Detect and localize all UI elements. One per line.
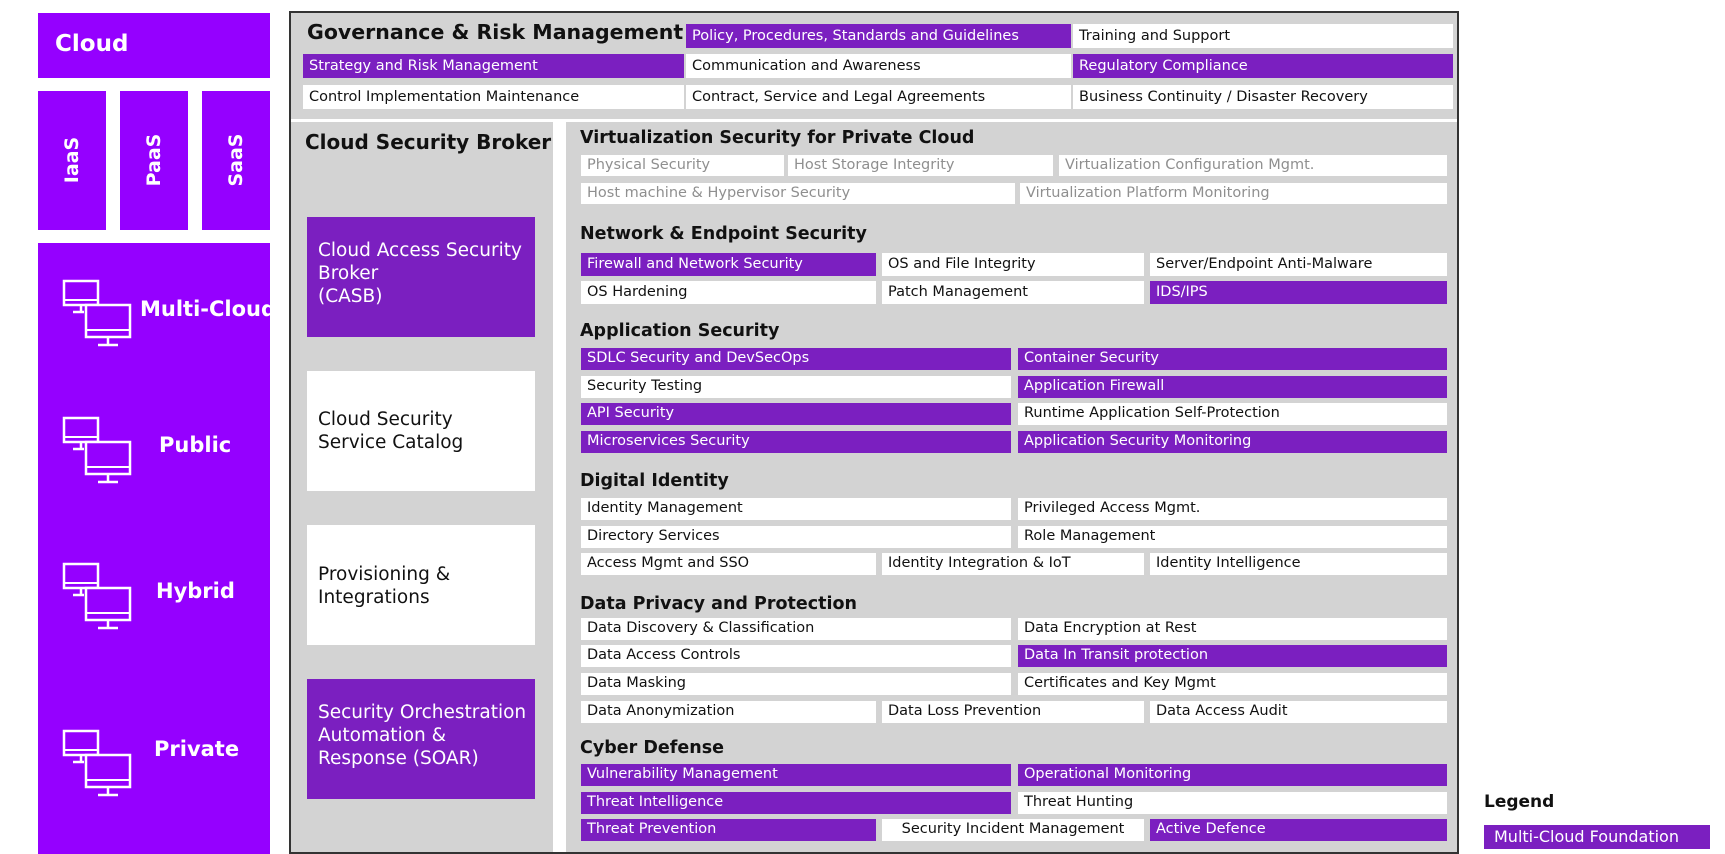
identity-item: Directory Services [581, 526, 1011, 548]
virtualization-title: Virtualization Security for Private Clou… [580, 128, 975, 148]
privacy-title: Data Privacy and Protection [580, 594, 857, 614]
virt-item: Host machine & Hypervisor Security [581, 183, 1015, 204]
identity-item: Identity Integration & IoT [882, 553, 1144, 575]
identity-item: Identity Intelligence [1150, 553, 1447, 575]
deployment-private: Private [154, 737, 240, 761]
service-model-label: PaaS [143, 133, 165, 187]
app-item: API Security [581, 403, 1011, 425]
deployment-hybrid: Hybrid [156, 579, 235, 603]
security-domains-panel [566, 122, 1457, 852]
gov-item: Communication and Awareness [686, 54, 1071, 78]
cyber-title: Cyber Defense [580, 738, 724, 758]
cloud-label: Cloud [55, 31, 129, 57]
app-item: Microservices Security [581, 431, 1011, 453]
monitors-icon [62, 279, 132, 347]
virt-item: Host Storage Integrity [788, 155, 1053, 176]
legend-item-label: Multi-Cloud Foundation [1494, 827, 1679, 846]
identity-title: Digital Identity [580, 471, 729, 491]
legend-swatch: Multi-Cloud Foundation [1484, 825, 1710, 849]
monitors-icon [62, 729, 132, 797]
service-model-label: IaaS [61, 136, 83, 184]
governance-title: Governance & Risk Management [307, 20, 684, 44]
privacy-item: Data Encryption at Rest [1018, 618, 1447, 640]
cyber-item: Operational Monitoring [1018, 764, 1447, 786]
gov-item: Strategy and Risk Management [303, 54, 684, 78]
identity-item: Access Mgmt and SSO [581, 553, 876, 575]
deployment-panel: Multi-Cloud Public Hybrid Private [38, 243, 276, 854]
broker-soar: Security Orchestration Automation & Resp… [307, 679, 535, 799]
network-item: Patch Management [882, 281, 1144, 304]
gov-item: Control Implementation Maintenance [303, 85, 684, 109]
cyber-item: Security Incident Management [882, 819, 1144, 841]
gov-item: Regulatory Compliance [1073, 54, 1453, 78]
broker-service-catalog: Cloud Security Service Catalog [307, 371, 535, 491]
gov-item: Training and Support [1073, 24, 1453, 48]
privacy-item: Data Anonymization [581, 701, 876, 723]
gov-item: Contract, Service and Legal Agreements [686, 85, 1071, 109]
cyber-item: Threat Hunting [1018, 792, 1447, 814]
virt-item: Virtualization Configuration Mgmt. [1059, 155, 1447, 176]
service-model-label: SaaS [225, 133, 247, 187]
legend-title: Legend [1484, 792, 1555, 812]
network-item: Firewall and Network Security [581, 253, 876, 276]
app-item: Security Testing [581, 376, 1011, 398]
privacy-item: Certificates and Key Mgmt [1018, 673, 1447, 695]
broker-casb: Cloud Access Security Broker (CASB) [307, 217, 535, 337]
cyber-item: Threat Intelligence [581, 792, 1011, 814]
gov-item: Business Continuity / Disaster Recovery [1073, 85, 1453, 109]
service-model-paas: PaaS [120, 91, 188, 230]
network-item: IDS/IPS [1150, 281, 1447, 304]
app-item: Application Security Monitoring [1018, 431, 1447, 453]
virt-item: Physical Security [581, 155, 784, 176]
deployment-public: Public [159, 433, 232, 457]
broker-box-label: Provisioning & Integrations [318, 564, 451, 608]
application-title: Application Security [580, 321, 780, 341]
cyber-item: Active Defence [1150, 819, 1447, 841]
virt-item: Virtualization Platform Monitoring [1020, 183, 1447, 204]
broker-box-label: Cloud Access Security Broker (CASB) [318, 240, 522, 307]
app-item: Runtime Application Self-Protection [1018, 403, 1447, 425]
privacy-item: Data Access Controls [581, 645, 1011, 667]
privacy-item: Data Access Audit [1150, 701, 1447, 723]
app-item: Container Security [1018, 348, 1447, 370]
cyber-item: Threat Prevention [581, 819, 876, 841]
privacy-item: Data Loss Prevention [882, 701, 1144, 723]
monitors-icon [62, 562, 132, 630]
privacy-item: Data In Transit protection [1018, 645, 1447, 667]
identity-item: Identity Management [581, 498, 1011, 520]
privacy-item: Data Masking [581, 673, 1011, 695]
gov-item: Policy, Procedures, Standards and Guidel… [686, 24, 1071, 48]
monitors-icon [62, 416, 132, 484]
app-item: Application Firewall [1018, 376, 1447, 398]
identity-item: Privileged Access Mgmt. [1018, 498, 1447, 520]
network-item: OS and File Integrity [882, 253, 1144, 276]
cloud-header: Cloud [38, 13, 270, 78]
cyber-item: Vulnerability Management [581, 764, 1011, 786]
network-item: OS Hardening [581, 281, 876, 304]
identity-item: Role Management [1018, 526, 1447, 548]
network-title: Network & Endpoint Security [580, 224, 867, 244]
deployment-multi-cloud: Multi-Cloud [140, 297, 277, 321]
broker-box-label: Security Orchestration Automation & Resp… [318, 702, 527, 769]
service-model-iaas: IaaS [38, 91, 106, 230]
privacy-item: Data Discovery & Classification [581, 618, 1011, 640]
app-item: SDLC Security and DevSecOps [581, 348, 1011, 370]
broker-provisioning: Provisioning & Integrations [307, 525, 535, 645]
broker-box-label: Cloud Security Service Catalog [318, 409, 464, 453]
broker-title: Cloud Security Broker [305, 130, 552, 154]
network-item: Server/Endpoint Anti-Malware [1150, 253, 1447, 276]
service-model-saas: SaaS [202, 91, 270, 230]
